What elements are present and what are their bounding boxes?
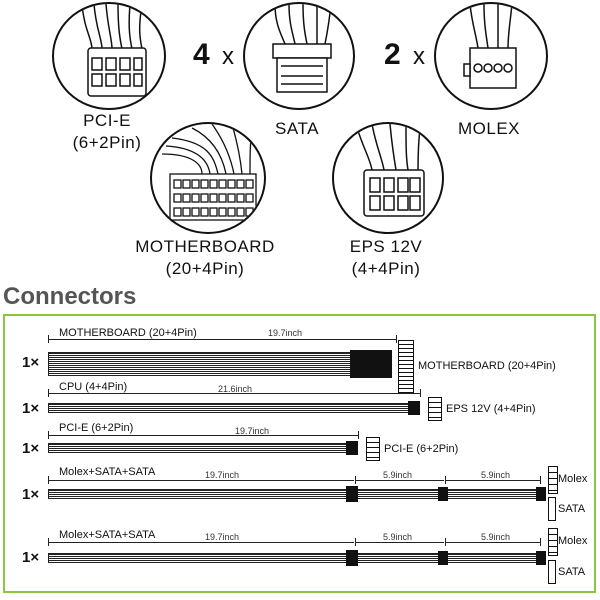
dimension-line	[356, 480, 444, 481]
dimension-line	[48, 480, 354, 481]
dimension-line	[48, 542, 354, 543]
eps-connector-label: EPS 12V (4+4Pin)	[349, 237, 423, 278]
cable-end-label: PCI-E (6+2Pin)	[384, 443, 459, 455]
cable-length: 19.7inch	[205, 470, 240, 480]
dimension-tick	[540, 538, 541, 546]
cable-length: 19.7inch	[235, 426, 270, 436]
dimension-tick	[48, 431, 49, 439]
dimension-tick	[445, 538, 446, 546]
dimension-tick	[355, 538, 356, 546]
cable-name: Molex+SATA+SATA	[59, 466, 156, 478]
cable-body	[48, 443, 348, 453]
motherboard-connector-illustration	[150, 122, 266, 234]
dimension-tick	[355, 476, 356, 484]
sata-connector-label: SATA	[275, 119, 319, 138]
cable-end-label: Molex	[558, 473, 588, 485]
molex-plug-end	[346, 486, 358, 502]
sata-plug-end	[536, 487, 546, 501]
sata-plug-end	[438, 551, 448, 565]
dimension-tick	[358, 431, 359, 439]
dimension-tick	[48, 476, 49, 484]
cable-panel	[3, 314, 596, 593]
sata-connector-icon	[548, 497, 556, 521]
cable-count: 1×	[22, 549, 40, 566]
dimension-line	[356, 542, 444, 543]
pcie-connector-illustration	[52, 2, 166, 110]
dimension-tick	[48, 335, 49, 343]
dimension-tick	[540, 476, 541, 484]
cable-length: 5.9inch	[481, 470, 511, 480]
cable-name: Molex+SATA+SATA	[59, 529, 156, 541]
pcie-connector-label: PCI-E (6+2Pin)	[72, 111, 142, 152]
pcie-plug-icon	[81, 4, 147, 97]
cable-end-label: MOTHERBOARD (20+4Pin)	[418, 360, 556, 372]
cable-length: 21.6inch	[218, 384, 253, 394]
cable-name: MOTHERBOARD (20+4Pin)	[59, 327, 197, 339]
cable-count: 1×	[22, 400, 40, 417]
motherboard-plug-icon	[161, 124, 257, 221]
eps-connector-illustration	[332, 122, 444, 234]
dimension-tick	[48, 538, 49, 546]
molex-connector-icon	[548, 466, 558, 494]
eps-connector-icon	[428, 397, 442, 421]
cable-end-label: SATA	[558, 566, 586, 578]
pcie-connector-icon	[366, 437, 380, 461]
sata-quantity: 4 x	[193, 38, 237, 71]
eps-plug-end	[408, 401, 420, 415]
molex-plug-icon	[463, 4, 517, 89]
dimension-line	[48, 339, 396, 340]
eps-plug-icon	[355, 124, 425, 217]
sata-connector-illustration	[243, 2, 355, 110]
dimension-tick	[396, 335, 397, 343]
pcie-plug-end	[346, 441, 358, 455]
cable-length: 5.9inch	[481, 532, 511, 542]
sata-plug-icon	[272, 4, 332, 93]
molex-connector-illustration	[434, 2, 548, 110]
dimension-line	[48, 393, 420, 394]
cable-count: 1×	[22, 440, 40, 457]
dimension-tick	[420, 389, 421, 397]
cable-end-label: EPS 12V (4+4Pin)	[446, 403, 536, 415]
dimension-tick	[48, 389, 49, 397]
molex-quantity: 2 x	[384, 38, 428, 71]
cable-count: 1×	[22, 354, 40, 371]
motherboard-plug-end	[350, 350, 392, 378]
cable-body	[48, 403, 410, 413]
cable-name: PCI-E (6+2Pin)	[59, 422, 134, 434]
dimension-line	[48, 435, 358, 436]
cable-name: CPU (4+4Pin)	[59, 381, 128, 393]
cable-length: 5.9inch	[383, 532, 413, 542]
section-title: Connectors	[3, 283, 137, 310]
molex-connector-icon	[548, 528, 558, 556]
cable-end-label: SATA	[558, 503, 586, 515]
sata-plug-end	[438, 487, 448, 501]
cable-body	[48, 553, 544, 563]
motherboard-connector-icon	[398, 340, 414, 394]
molex-connector-label: MOLEX	[457, 119, 521, 138]
sata-connector-icon	[548, 560, 556, 584]
cable-length: 5.9inch	[383, 470, 413, 480]
molex-plug-end	[346, 550, 358, 566]
cable-count: 1×	[22, 486, 40, 503]
cable-length: 19.7inch	[268, 328, 303, 338]
sata-plug-end	[536, 551, 546, 565]
cable-end-label: Molex	[558, 535, 588, 547]
cable-body	[48, 352, 352, 376]
dimension-line	[446, 542, 540, 543]
cable-length: 19.7inch	[205, 532, 240, 542]
dimension-line	[446, 480, 540, 481]
dimension-tick	[445, 476, 446, 484]
cable-body	[48, 489, 544, 499]
motherboard-connector-label: MOTHERBOARD (20+4Pin)	[135, 237, 275, 278]
